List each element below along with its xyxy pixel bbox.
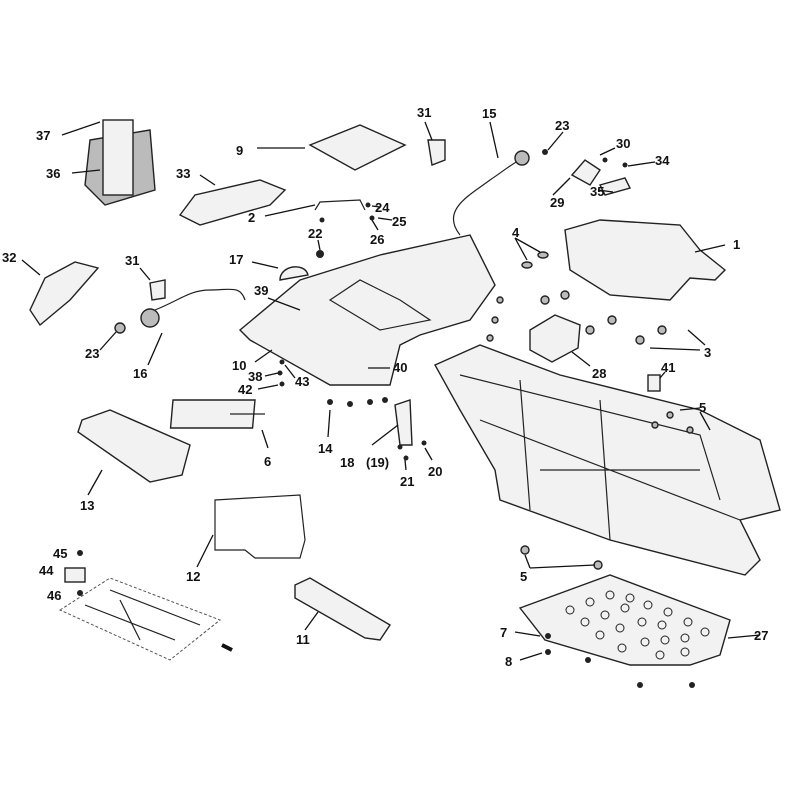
- label-44: 44: [39, 563, 54, 578]
- part-seal-12: [214, 494, 306, 559]
- part-mudflap-36: [61, 119, 156, 206]
- part-cap-17: [279, 266, 309, 281]
- label-18: 18: [340, 455, 354, 470]
- label-15: 15: [482, 106, 496, 121]
- part-subframe-inset: [58, 550, 233, 661]
- label-9: 9: [236, 143, 243, 158]
- label-11: 11: [296, 632, 310, 647]
- label-8: 8: [505, 654, 512, 669]
- label-10: 10: [232, 358, 246, 373]
- label-35: 35: [590, 184, 604, 199]
- label-7: 7: [500, 625, 507, 640]
- label-34: 34: [655, 153, 670, 168]
- label-16: 16: [133, 366, 147, 381]
- label-28: 28: [592, 366, 606, 381]
- label-23b: 23: [85, 346, 99, 361]
- label-36: 36: [46, 166, 60, 181]
- part-box-28: [529, 314, 581, 363]
- footwell-holes: [565, 590, 710, 660]
- part-labels: 37 36 33 9 31 15 23 30 34 29 35 2 24 25 …: [2, 105, 768, 669]
- label-42: 42: [238, 382, 252, 397]
- label-45: 45: [53, 546, 67, 561]
- label-3: 3: [704, 345, 711, 360]
- label-37: 37: [36, 128, 50, 143]
- part-frame: [434, 344, 781, 576]
- label-22: 22: [308, 226, 322, 241]
- label-41: 41: [661, 360, 675, 375]
- part-rear-fender-40: [238, 234, 496, 386]
- label-5: 5: [699, 400, 706, 415]
- part-mat-13: [77, 409, 191, 483]
- part-bracket-18: [394, 399, 413, 446]
- label-40: 40: [393, 360, 407, 375]
- part-41: [647, 374, 661, 392]
- part-plate-9: [308, 124, 407, 171]
- label-38: 38: [248, 369, 262, 384]
- part-pad-11: [294, 577, 391, 641]
- part-bracket-35: [570, 159, 601, 186]
- part-harness-16: [154, 288, 246, 311]
- label-1: 1: [733, 237, 740, 252]
- label-19: (19): [366, 455, 389, 470]
- part-harness-15: [452, 159, 521, 236]
- label-24: 24: [375, 200, 390, 215]
- label-30: 30: [616, 136, 630, 151]
- label-31b: 31: [125, 253, 139, 268]
- label-13: 13: [80, 498, 94, 513]
- part-seat-1: [564, 219, 727, 301]
- label-31: 31: [417, 105, 431, 120]
- label-12: 12: [186, 569, 200, 584]
- label-23: 23: [555, 118, 569, 133]
- part-bracket-31: [427, 139, 446, 166]
- label-46: 46: [47, 588, 61, 603]
- label-27: 27: [754, 628, 768, 643]
- label-2: 2: [248, 210, 255, 225]
- label-39: 39: [254, 283, 268, 298]
- part-handle-2: [314, 199, 366, 211]
- label-20: 20: [428, 464, 442, 479]
- label-17: 17: [229, 252, 243, 267]
- part-footwell-27: [518, 574, 731, 666]
- label-33: 33: [176, 166, 190, 181]
- label-29: 29: [550, 195, 564, 210]
- label-26: 26: [370, 232, 384, 247]
- label-21: 21: [400, 474, 414, 489]
- label-4: 4: [512, 225, 520, 240]
- label-6: 6: [264, 454, 271, 469]
- label-43: 43: [295, 374, 309, 389]
- part-cover-32: [29, 261, 100, 327]
- part-cover-33: [178, 179, 287, 226]
- label-32: 32: [2, 250, 16, 265]
- grommets: [486, 290, 694, 570]
- label-5b: 5: [520, 569, 527, 584]
- label-25: 25: [392, 214, 406, 229]
- label-14: 14: [318, 441, 333, 456]
